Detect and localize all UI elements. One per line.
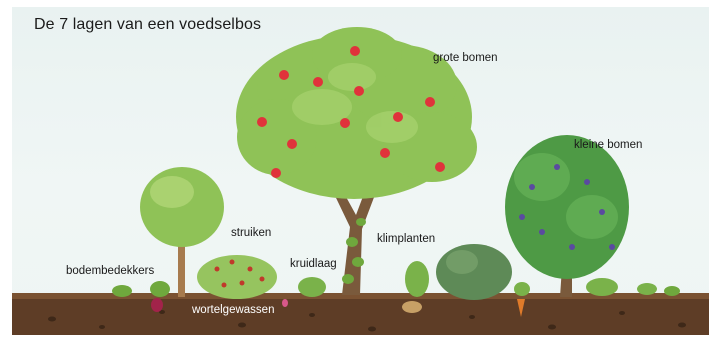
soil xyxy=(12,293,709,335)
label-grote-bomen: grote bomen xyxy=(433,52,498,64)
berry-shrub xyxy=(197,255,277,299)
food-forest-diagram: De 7 lagen van een voedselbos grote bome… xyxy=(12,7,709,335)
label-kruidlaag: kruidlaag xyxy=(290,258,337,270)
large-apple-tree xyxy=(236,27,477,295)
label-wortelgewassen: wortelgewassen xyxy=(192,304,274,316)
dark-bush xyxy=(436,244,512,300)
label-bodembedekkers: bodembedekkers xyxy=(66,265,154,277)
scene-illustration xyxy=(12,7,709,335)
diagram-title: De 7 lagen van een voedselbos xyxy=(34,16,261,34)
small-berry-tree xyxy=(505,135,629,297)
label-klimplanten: klimplanten xyxy=(377,233,435,245)
label-struiken: struiken xyxy=(231,227,271,239)
label-kleine-bomen: kleine bomen xyxy=(574,139,642,151)
